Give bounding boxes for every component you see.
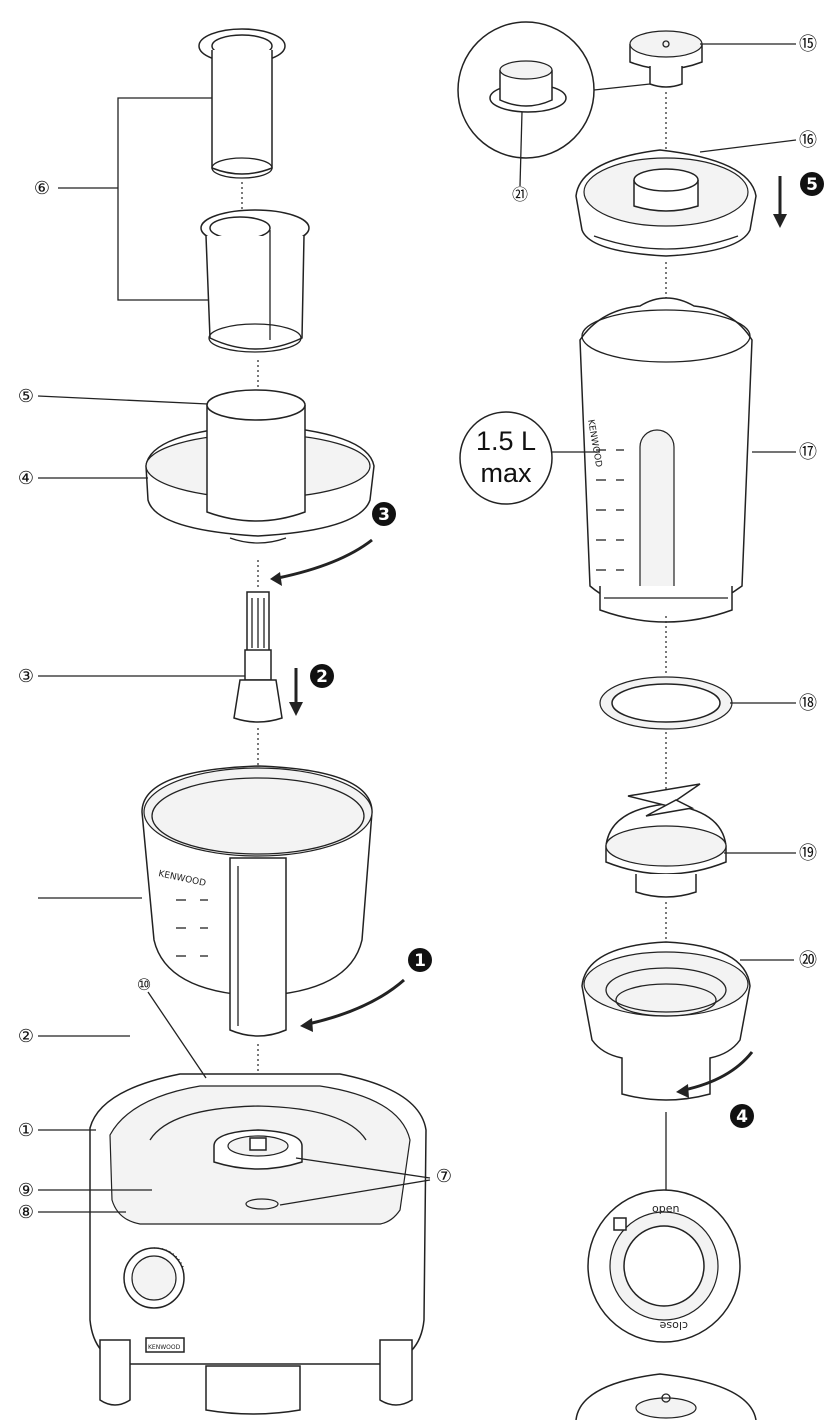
label-part-3: ③ — [18, 666, 34, 687]
svg-text:3: 3 — [378, 505, 390, 525]
label-part-19: ⑲ — [799, 843, 817, 864]
svg-text:5: 5 — [806, 175, 818, 195]
blender-goblet: KENWOOD — [579, 297, 753, 623]
blade-base-underside: open close — [587, 1189, 741, 1343]
blade-base — [581, 941, 751, 1101]
step-badge-4: 4 — [730, 1104, 754, 1128]
capacity-line2: max — [480, 458, 532, 488]
blender-lid — [575, 149, 757, 257]
open-text: open — [652, 1202, 679, 1215]
label-part-16: ⑯ — [799, 130, 817, 151]
drive-shaft — [233, 560, 283, 723]
label-part-18: ⑱ — [799, 693, 817, 714]
label-part-10: ⑩ — [137, 975, 151, 994]
step-badge-1: 1 — [408, 948, 432, 972]
label-part-15: ⑮ — [799, 34, 817, 55]
capacity-callout: 1.5 L max — [459, 411, 600, 505]
label-part-2: ② — [18, 1026, 34, 1047]
label-part-21: ㉑ — [512, 185, 528, 204]
label-part-20: ⑳ — [799, 950, 817, 971]
step-arrow-2 — [289, 668, 303, 716]
label-part-6: ⑥ — [34, 178, 50, 199]
svg-text:1: 1 — [414, 951, 426, 971]
processor-bowl: KENWOOD — [141, 728, 373, 1037]
label-part-1: ① — [18, 1120, 34, 1141]
step-badge-2: 2 — [310, 664, 334, 688]
base-brand-text: KENWOOD — [148, 1344, 181, 1351]
step-arrow-5 — [773, 176, 787, 228]
pusher-large — [198, 28, 286, 179]
svg-text:2: 2 — [316, 667, 328, 687]
step-badge-5: 5 — [800, 172, 824, 196]
blade-unit — [605, 783, 727, 898]
label-part-4: ④ — [18, 468, 34, 489]
sealing-ring — [599, 676, 733, 730]
step-arrow-4 — [676, 1051, 754, 1098]
step-arrow-3 — [270, 538, 373, 586]
filler-cap-detail — [457, 21, 595, 159]
processor-lid — [145, 389, 375, 544]
blender-lid-partial — [575, 1373, 757, 1420]
label-part-7: ⑦ — [436, 1166, 452, 1187]
capacity-line1: 1.5 L — [476, 426, 536, 456]
pusher-small-holder — [200, 209, 310, 353]
close-text: close — [659, 1319, 688, 1332]
label-part-8: ⑧ — [18, 1202, 34, 1223]
filler-cap — [629, 30, 703, 88]
step-badge-3: 3 — [372, 502, 396, 526]
label-part-17: ⑰ — [799, 442, 817, 463]
step-arrow-1 — [300, 978, 405, 1032]
motor-base: KENWOOD — [89, 1073, 427, 1415]
label-part-9: ⑨ — [18, 1180, 34, 1201]
svg-text:4: 4 — [736, 1107, 748, 1127]
label-part-5: ⑤ — [18, 386, 34, 407]
